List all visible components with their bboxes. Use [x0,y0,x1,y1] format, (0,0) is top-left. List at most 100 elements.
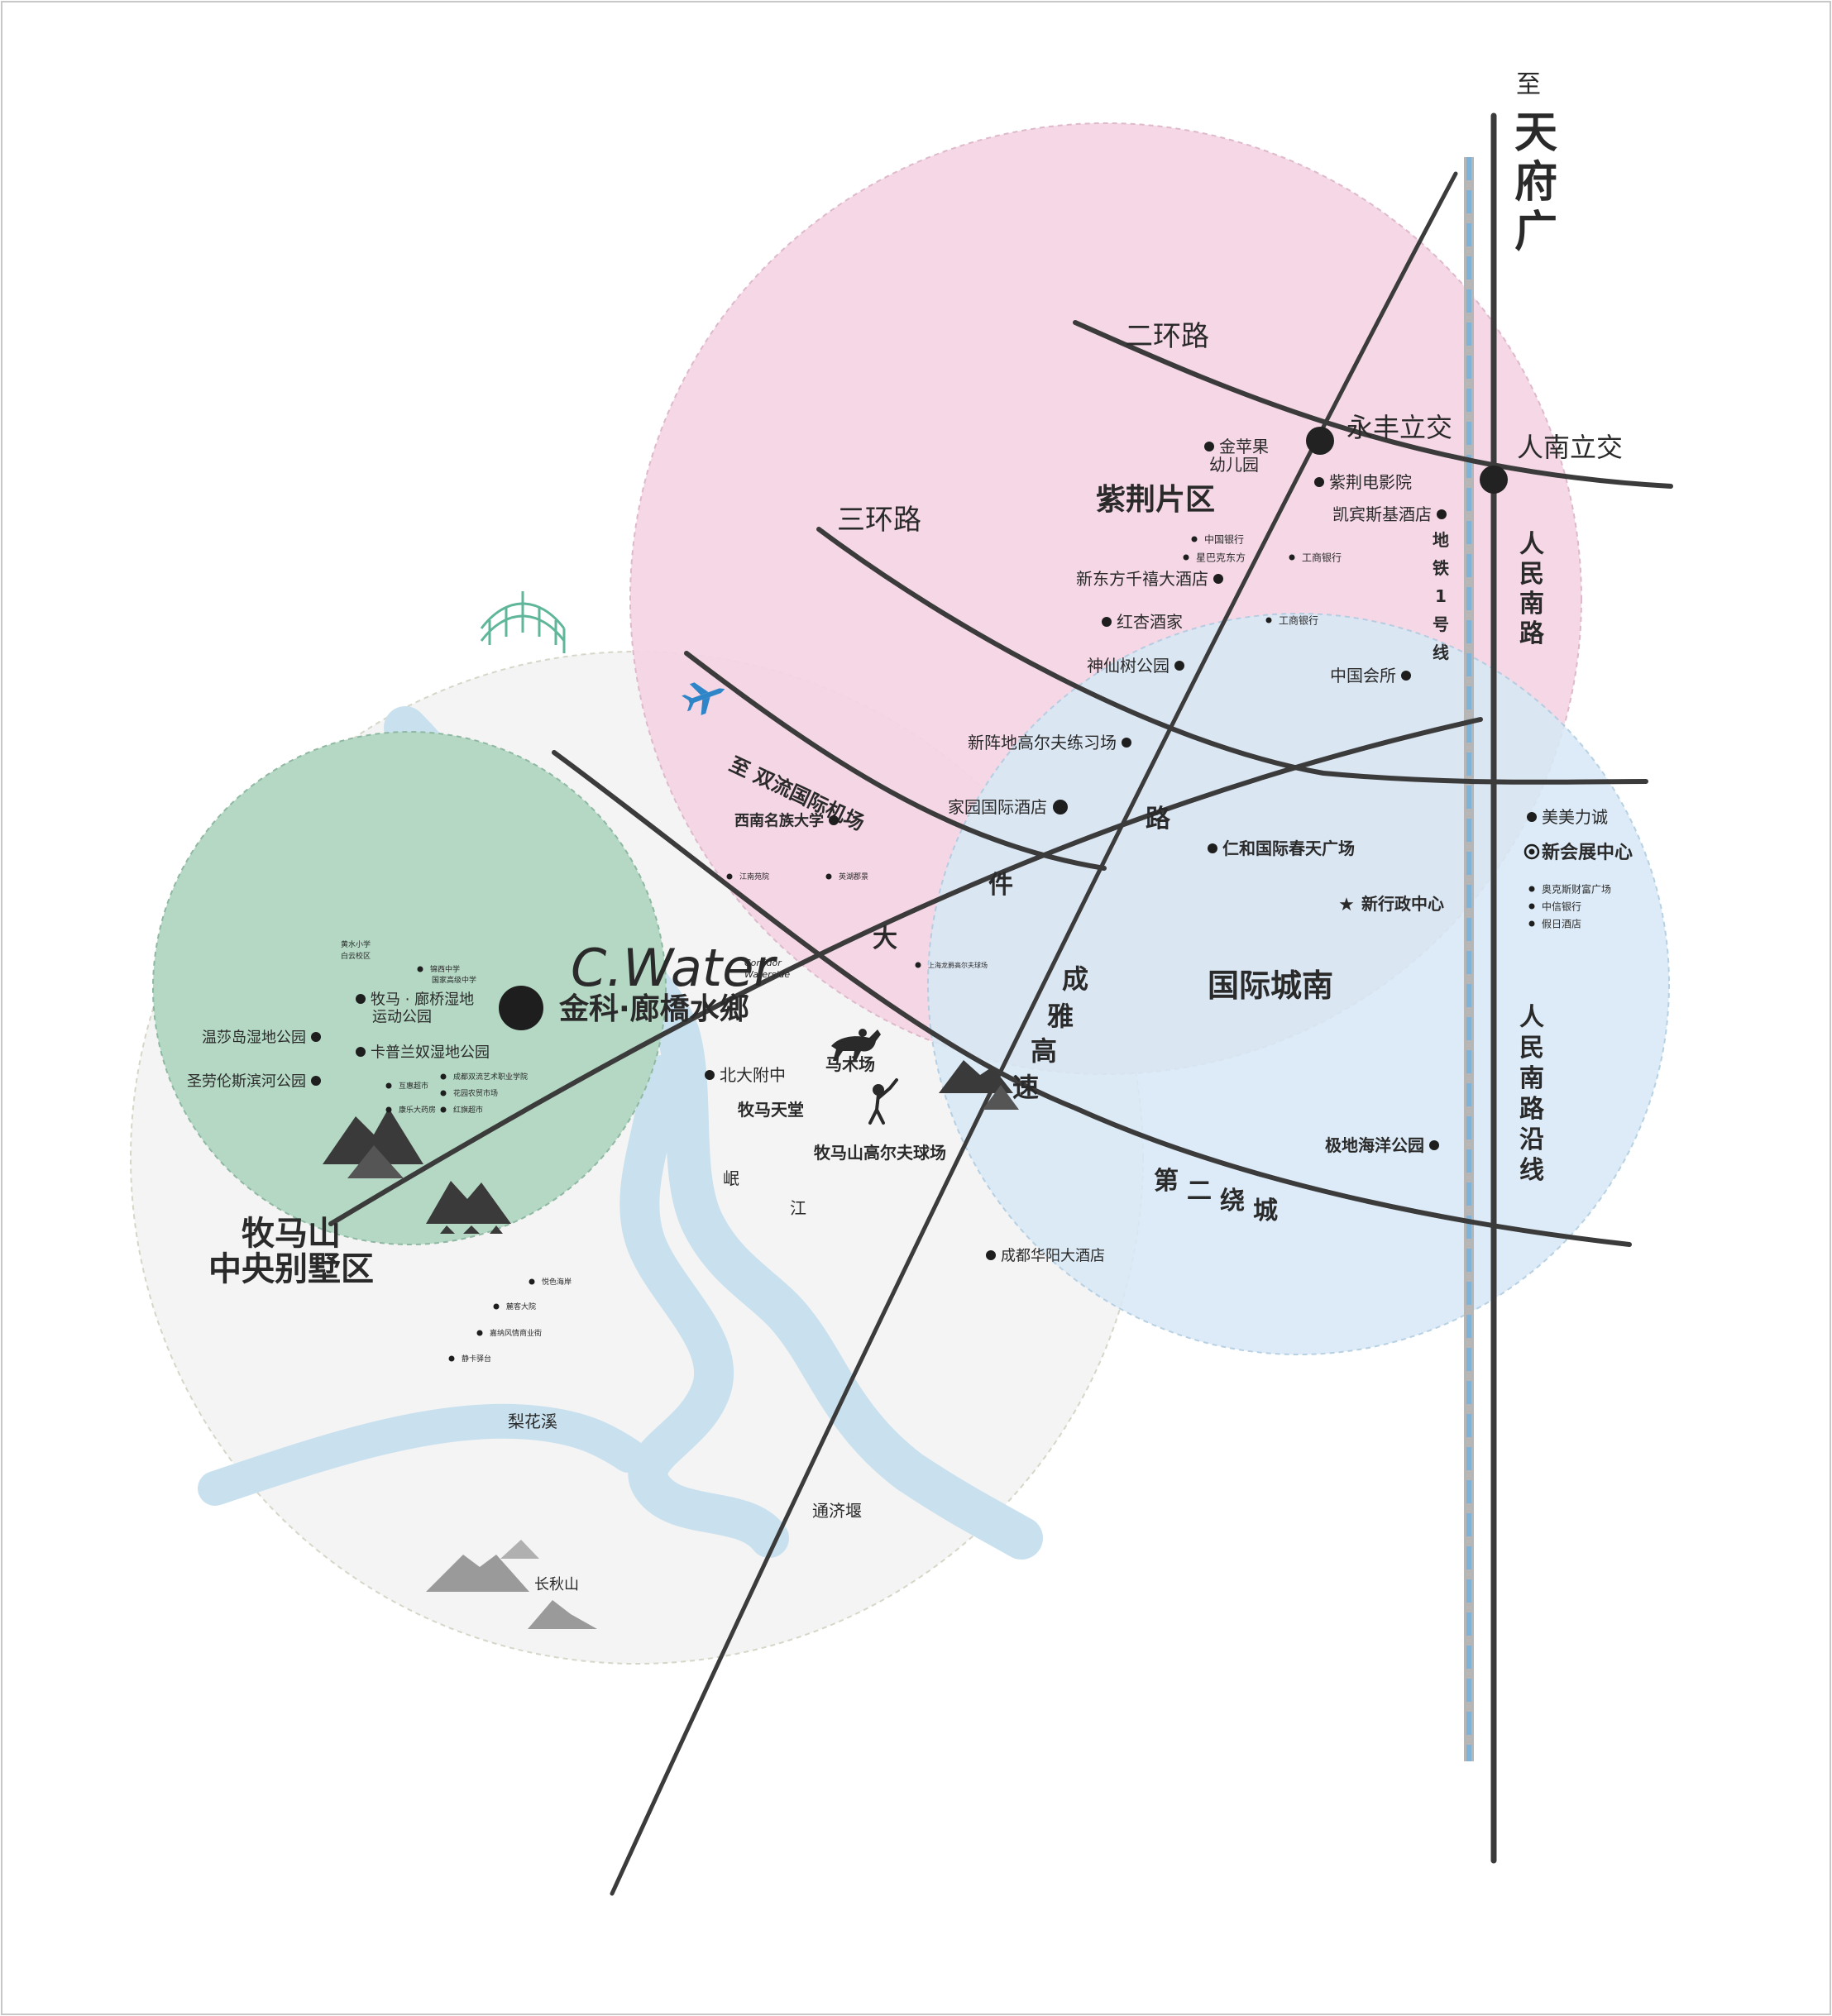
poi-dot [1183,554,1189,561]
second-ring-city-label: 第二绕城 [1154,1167,1278,1225]
third-ring-label: 三环路 [837,504,921,537]
poi-dot [1401,671,1411,681]
poi-label: 黄水小学 [341,939,371,949]
poi-dot [311,1032,321,1042]
dajian-road-line [328,717,1483,1226]
poi-dot [1528,920,1535,927]
poi-dot [440,1090,447,1096]
poi-dot [825,873,832,880]
poi-kempinski: 凯宾斯基酒店 [1332,504,1447,524]
poi-target-icon [1523,843,1540,860]
poi-label: 红旗超市 [453,1105,483,1115]
poi-dot [1289,554,1295,561]
poi-holiday-inn: 假日酒店 [1528,918,1581,929]
poi-dot [1213,574,1223,584]
project-brand-script: C.Water [571,938,777,998]
poi-label: 中信银行 [1542,900,1581,912]
poi-jinxi1: 锦西中学 [417,964,460,974]
poi-label: 悦色海岸 [542,1277,572,1287]
changqiushan-label: 长秋山 [534,1576,579,1593]
project-name: 金科·廊橋水鄉 [558,991,749,1026]
poi-huayang-hotel: 成都华阳大酒店 [986,1247,1105,1264]
poi-label: 奥克斯财富广场 [1542,882,1611,895]
tianfu-square-char: 天 [1514,108,1557,158]
minjiang-char-2: 江 [790,1198,806,1218]
poi-label: 新阵地高尔夫练习场 [968,733,1117,752]
poi-label: 成都双流艺术职业学院 [453,1072,528,1082]
poi-label: 牧马天堂 [738,1100,804,1120]
poi-label: 金苹果 [1219,437,1269,456]
renmin-south-road-label: 人民南路 [1519,530,1545,648]
poi-dot [726,873,733,880]
poi-millennium: 新东方千禧大酒店 [1076,569,1223,589]
poi-dot [440,1073,447,1080]
poi-label: 英湖郡景 [839,872,868,881]
poi-dot [448,1355,455,1362]
airplane-icon [682,682,725,715]
south-city-district-circle [927,613,1670,1355]
poi-label: 运动公园 [372,1008,432,1025]
poi-st-lawrence: 圣劳伦斯滨河公园 [187,1072,321,1090]
poi-muma-paradise: 牧马天堂 [738,1100,804,1120]
poi-starbucks: 星巴克东方 [1183,551,1246,563]
poi-dot [385,1106,392,1113]
poi-dot [493,1303,500,1310]
poi-label: 幼儿园 [1209,455,1259,475]
poi-label: 新东方千禧大酒店 [1076,569,1208,589]
poi-shenxianshu: 神仙树公园 [1087,656,1184,676]
second-ring-city-line [552,750,1632,1247]
poi-hongxing: 红杏酒家 [1102,612,1183,632]
poi-label: 国家高级中学 [432,975,476,985]
wetland-park-circle [152,731,667,1245]
villa-district-label: 中央别墅区 [208,1250,374,1288]
poi-label: 花园农贸市场 [453,1088,498,1098]
poi-icbc2: 工商银行 [1265,614,1318,626]
poi-windsor: 温莎岛湿地公园 [202,1029,321,1046]
poi-hongqi: 红旗超市 [440,1105,483,1115]
poi-label: 工商银行 [1302,551,1342,563]
poi-dot [440,1106,447,1113]
poi-maison-mode: 美美力诚 [1527,807,1608,827]
poi-label: 嘉纳风情商业街 [490,1328,542,1338]
poi-dot [1102,617,1112,627]
tianfu-square-label: 天 府 广 场 [1514,108,1572,257]
chengya-label: 成雅高速 [1012,963,1088,1103]
poi-renhe-plaza: 仁和国际春天广场 [1208,838,1355,858]
poi-label: 圣劳伦斯滨河公园 [187,1072,306,1090]
poi-label: 白云校区 [341,951,371,961]
poi-dot [311,1076,321,1086]
poi-kangle: 康乐大药房 [385,1105,436,1115]
poi-label: 康乐大药房 [399,1105,436,1115]
golfer-icon [868,1078,898,1125]
poi-jingka: 静卡驿台 [448,1354,491,1364]
poi-polar-park: 极地海洋公园 [1325,1135,1439,1155]
yongfeng-label: 永丰立交 [1346,412,1452,443]
poi-dot [1528,903,1535,910]
third-ring-road-line [816,527,1648,785]
tongjiyan-label: 通济堰 [812,1501,862,1521]
horse-icon [831,1029,881,1061]
poi-label: 中国会所 [1330,666,1396,686]
poi-dot [705,1070,715,1080]
poi-label: 中国银行 [1204,533,1244,545]
renmin-south-road-line [1490,112,1498,1864]
rennan-label: 人南立交 [1517,432,1623,463]
poi-label: 马术场 [825,1054,875,1074]
poi-icbc1: 工商银行 [1289,551,1342,563]
poi-label: 紫荆电影院 [1329,472,1412,492]
poi-huhui: 互惠超市 [385,1081,428,1091]
poi-dot [1314,477,1324,487]
second-ring-label: 二环路 [1125,320,1209,353]
poi-label: 温莎岛湿地公园 [202,1029,306,1046]
poi-label: 麓客大院 [506,1302,536,1311]
poi-jiayuan-hotel: 家园国际酒店 [948,797,1068,817]
project-waterside-text: Waterside [744,969,790,980]
poi-label: 假日酒店 [1542,918,1581,929]
poi-label: 互惠超市 [399,1081,428,1091]
poi-label: 凯宾斯基酒店 [1332,504,1432,524]
poi-swun: 西南名族大学 [734,811,839,829]
poi-jinpingguo2: 幼儿园 [1209,455,1259,475]
